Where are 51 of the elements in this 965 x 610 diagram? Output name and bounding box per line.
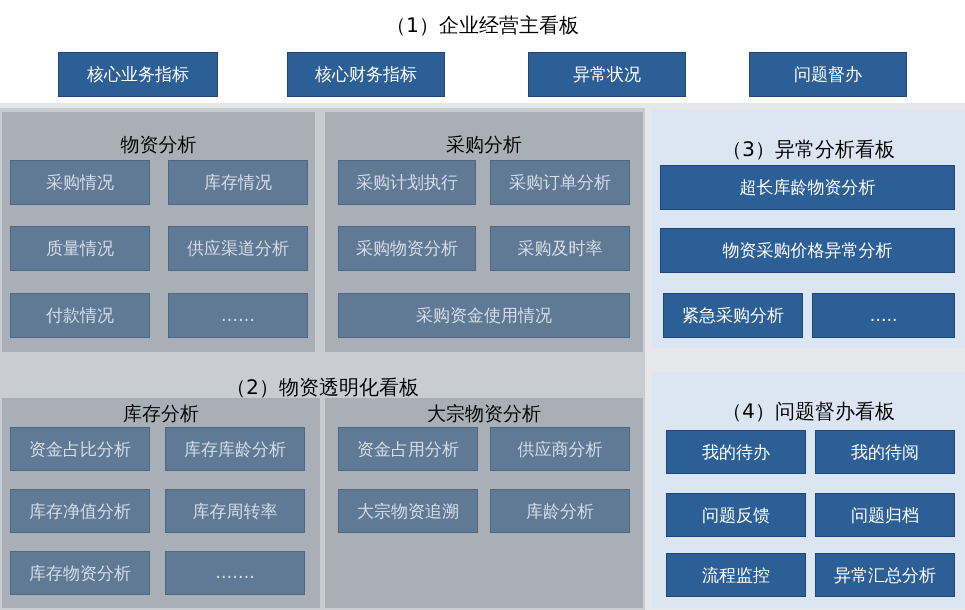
dashboard-panel: [652, 110, 965, 348]
dashboard-tile: 流程监控: [666, 553, 806, 597]
panel-title: 大宗物资分析: [427, 402, 541, 427]
dashboard-tile: 物资采购价格异常分析: [660, 228, 955, 273]
panel-title: 库存分析: [123, 402, 199, 427]
dashboard-tile: 问题归档: [815, 493, 955, 537]
dashboard-tile: 核心业务指标: [58, 52, 218, 97]
panel-title: （3）异常分析看板: [722, 136, 895, 163]
dashboard-tile: 异常状况: [528, 52, 686, 97]
panel-title: （1）企业经营主看板: [386, 12, 579, 39]
dashboard-tile: 我的待办: [666, 430, 806, 474]
dashboard-tile: 付款情况: [10, 293, 150, 338]
dashboard-tile: 采购情况: [10, 160, 150, 205]
section-panel: [2, 398, 320, 608]
dashboard-tile: 紧急采购分析: [663, 293, 803, 338]
dashboard-tile: 采购物资分析: [338, 226, 476, 271]
dashboard-tile: 采购计划执行: [338, 160, 476, 205]
dashboard-tile: 资金占比分析: [10, 427, 150, 471]
section-panel: [325, 398, 643, 608]
dashboard-tile: 库存周转率: [165, 489, 305, 533]
dashboard-panel: [0, 0, 965, 103]
dashboard-tile: 超长库龄物资分析: [660, 165, 955, 210]
dashboard-tile: 采购及时率: [490, 226, 630, 271]
dashboard-tile: 库龄分析: [490, 489, 630, 533]
section-panel: [2, 112, 315, 352]
dashboard-tile: 异常汇总分析: [815, 553, 955, 597]
panel-title: 采购分析: [446, 133, 522, 158]
dashboard-tile: 核心财务指标: [287, 52, 445, 97]
dashboard-tile: …….: [165, 551, 305, 595]
dashboard-tile: 我的待阅: [815, 430, 955, 474]
dashboard-tile: 资金占用分析: [338, 427, 478, 471]
dashboard-tile: 库存净值分析: [10, 489, 150, 533]
dashboard-panel: [652, 372, 965, 608]
dashboard-tile: 采购资金使用情况: [338, 293, 630, 338]
dashboard-panel: [0, 108, 645, 610]
dashboard-tile: ……: [168, 293, 308, 338]
dashboard-tile: 问题督办: [749, 52, 907, 97]
dashboard-tile: 库存情况: [168, 160, 308, 205]
dashboard-tile: 库存物资分析: [10, 551, 150, 595]
dashboard-tile: 供应商分析: [490, 427, 630, 471]
dashboard-tile: 质量情况: [10, 226, 150, 271]
panel-title: （4）问题督办看板: [722, 398, 895, 425]
panel-title: （2）物资透明化看板: [226, 374, 419, 401]
dashboard-tile: 大宗物资追溯: [338, 489, 478, 533]
section-panel: [325, 112, 643, 352]
dashboard-tile: …..: [812, 293, 955, 338]
dashboard-tile: 采购订单分析: [490, 160, 630, 205]
panel-title: 物资分析: [120, 133, 196, 158]
dashboard-tile: 问题反馈: [666, 493, 806, 537]
dashboard-tile: 库存库龄分析: [165, 427, 305, 471]
dashboard-tile: 供应渠道分析: [168, 226, 308, 271]
